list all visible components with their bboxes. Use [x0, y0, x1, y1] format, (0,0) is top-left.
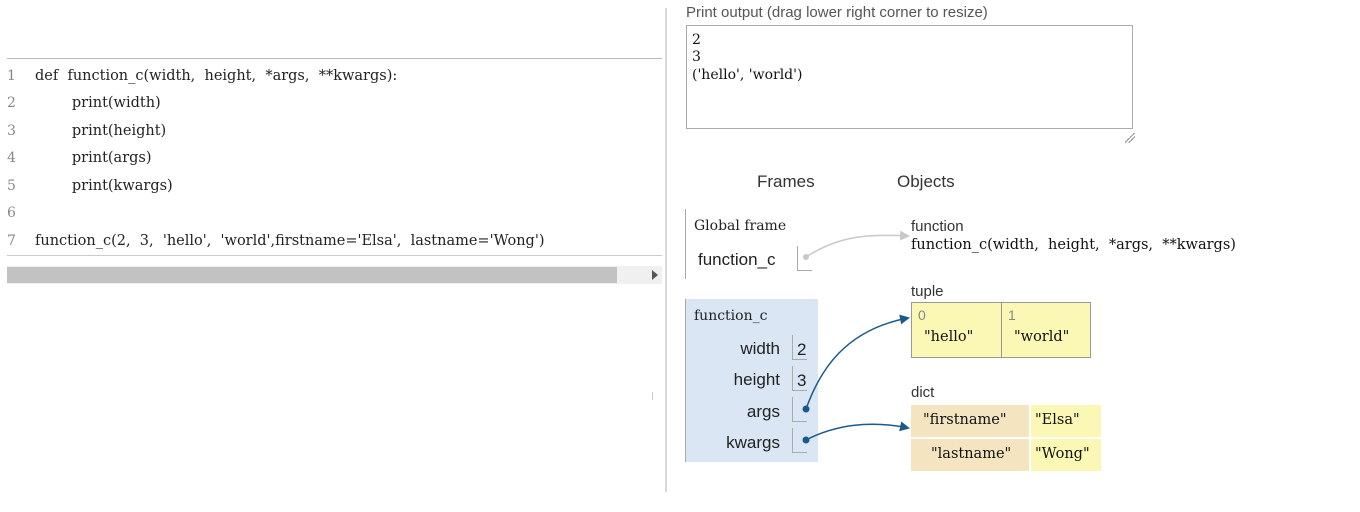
code-text: print(args) — [35, 150, 152, 166]
code-line: 7 function_c(2, 3, 'hello', 'world',first… — [7, 233, 544, 254]
print-line: ('hello', 'world') — [692, 67, 803, 83]
global-var-name: function_c — [698, 250, 776, 269]
code-lines: 1 def function_c(width, height, *args, **… — [7, 66, 662, 254]
scrollbar-thumb[interactable] — [7, 267, 617, 283]
dict-key: "lastname" — [931, 446, 1012, 462]
code-line: 3 print(height) — [7, 123, 166, 147]
line-number: 6 — [7, 205, 16, 221]
tuple-index: 0 — [918, 307, 926, 323]
code-top-border — [7, 58, 662, 59]
function-frame-title: function_c — [694, 308, 768, 324]
tuple-object: 0 "hello" 1 "world" — [911, 302, 1091, 358]
line-number: 3 — [7, 123, 16, 139]
dict-value: "Wong" — [1035, 446, 1090, 462]
tuple-index: 1 — [1008, 307, 1016, 323]
var-cell-kwargs — [792, 428, 807, 453]
code-line: 4 print(args) — [7, 150, 152, 174]
var-value-height: 3 — [797, 371, 807, 390]
dict-value: "Elsa" — [1035, 412, 1080, 428]
var-name-kwargs: kwargs — [726, 433, 780, 452]
dict-object-type: dict — [911, 384, 935, 401]
dict-key-cell: "lastname" — [911, 439, 1029, 471]
kwargs-pointer-arrow — [805, 421, 910, 441]
function-frame: function_c width 2 height 3 args kwargs — [685, 299, 818, 462]
dict-value-cell: "Wong" — [1031, 439, 1101, 471]
dict-key: "firstname" — [923, 412, 1007, 428]
var-cell-args — [792, 397, 807, 422]
function-pointer-arrow — [805, 230, 910, 258]
code-line: 1 def function_c(width, height, *args, **… — [7, 68, 397, 92]
code-text: def function_c(width, height, *args, **k… — [35, 68, 398, 84]
tuple-value: "world" — [1014, 329, 1070, 345]
code-text: function_c(2, 3, 'hello', 'world',firstn… — [35, 233, 545, 249]
print-line: 3 — [692, 49, 701, 65]
objects-header: Objects — [897, 172, 955, 191]
tuple-cell: 0 "hello" — [912, 303, 1001, 357]
dict-row: "firstname" "Elsa" — [911, 405, 1101, 437]
dict-value-cell: "Elsa" — [1031, 405, 1101, 437]
var-value-width: 2 — [797, 340, 807, 359]
line-number: 4 — [7, 150, 16, 166]
var-cell-height — [792, 366, 807, 391]
var-name-height: height — [733, 370, 780, 389]
line-number: 5 — [7, 178, 16, 194]
dict-row: "lastname" "Wong" — [911, 439, 1101, 471]
resize-grip-icon[interactable] — [1125, 133, 1135, 143]
var-name-args: args — [746, 402, 780, 421]
tuple-separator — [1001, 303, 1002, 357]
line-number: 1 — [7, 68, 16, 84]
global-var-pointer-cell — [797, 246, 812, 271]
code-line: 2 print(width) — [7, 95, 161, 119]
code-line: 5 print(kwargs) — [7, 178, 173, 202]
args-pointer-arrow — [805, 314, 910, 410]
print-output-box[interactable]: 2 3 ('hello', 'world') — [686, 25, 1133, 129]
dict-key-cell: "firstname" — [911, 405, 1029, 437]
divider-tick — [652, 392, 653, 400]
var-cell-width — [792, 335, 807, 360]
code-text: print(kwargs) — [35, 178, 173, 194]
tuple-cell: 1 "world" — [1002, 303, 1090, 357]
tuple-object-type: tuple — [911, 283, 944, 300]
function-object-type: function — [911, 218, 964, 235]
tuple-value: "hello" — [924, 329, 974, 345]
print-output-label: Print output (drag lower right corner to… — [686, 4, 988, 21]
code-bottom-border — [7, 255, 662, 256]
global-frame: Global frame function_c — [685, 209, 812, 279]
global-frame-title: Global frame — [694, 218, 787, 234]
print-line: 2 — [692, 32, 701, 48]
code-text: print(width) — [35, 95, 161, 111]
line-number: 2 — [7, 95, 16, 111]
code-line: 6 — [7, 205, 35, 229]
code-text: print(height) — [35, 123, 167, 139]
line-number: 7 — [7, 233, 16, 249]
panel-divider[interactable] — [665, 8, 667, 492]
horizontal-scrollbar[interactable] — [7, 266, 662, 284]
scroll-right-arrow-icon[interactable] — [652, 270, 658, 280]
frames-header: Frames — [757, 172, 815, 191]
var-name-width: width — [740, 339, 780, 358]
function-object-signature: function_c(width, height, *args, **kwarg… — [911, 237, 1236, 253]
